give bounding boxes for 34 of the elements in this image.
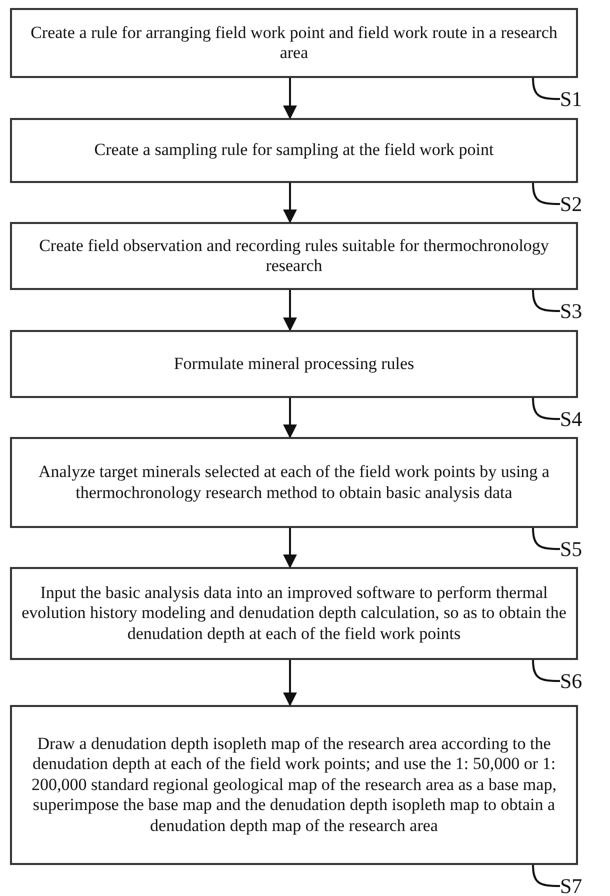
process-box: [10, 118, 578, 183]
leader-line: [532, 182, 560, 205]
process-box: [10, 330, 578, 398]
arrow: [283, 78, 297, 120]
step-text: Create a rule for arranging field work point and field work route in a research area: [30, 22, 558, 64]
step-text: Draw a denudation depth isopleth map of the research area according to the denudation depth at each of the field work points; and use the 1: 50,000 or 1: 200,000 standard regional geological map of the research area as a base map, superimpose the base map and the denudation depth isopleth map to obtain a denudation depth map of the research area: [30, 734, 558, 836]
arrow: [283, 290, 297, 332]
arrow: [283, 183, 297, 224]
leader-line: [532, 528, 560, 550]
step-text: Create field observation and recording rules suitable for thermochronology research: [38, 236, 550, 276]
arrow: [283, 528, 297, 568]
process-box: [10, 437, 578, 528]
step-number: S2: [560, 192, 582, 216]
leader-line: [532, 78, 560, 100]
step-number: S4: [560, 407, 582, 431]
process-box: [10, 8, 578, 78]
leader-line: [532, 660, 560, 682]
step-number: S5: [560, 537, 582, 561]
step-number: S3: [560, 299, 582, 323]
step-text: Formulate mineral processing rules: [174, 354, 414, 374]
step-text: Input the basic analysis data into an improved software to perform thermal evolution history modeling and denudation depth calculation, so as to obtain the denudation depth at each of the field work points: [20, 582, 568, 644]
step-number: S6: [560, 669, 582, 693]
process-box: [10, 567, 578, 660]
step-text: Analyze target minerals selected at each of the field work points by using a thermochronology research method to obtain basic analysis data: [38, 462, 550, 503]
leader-line: [532, 398, 560, 420]
step-text: Create a sampling rule for sampling at the field work point: [94, 140, 494, 161]
process-box: [10, 705, 578, 865]
arrow: [283, 660, 297, 706]
step-number: S1: [560, 87, 582, 111]
process-box: [10, 222, 578, 290]
leader-line: [532, 864, 560, 887]
step-number: S7: [560, 874, 582, 896]
arrow: [283, 398, 297, 438]
leader-line: [532, 290, 560, 312]
